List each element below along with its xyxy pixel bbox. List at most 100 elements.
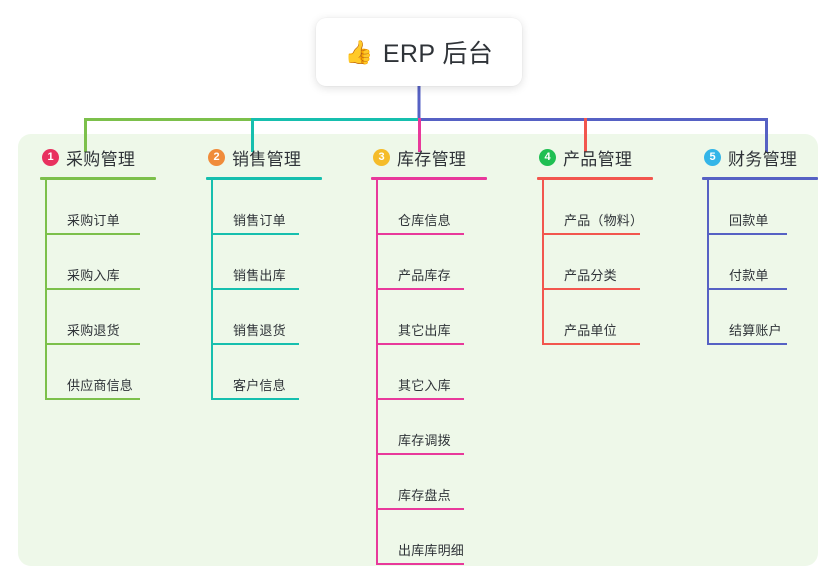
root-node-card[interactable]: 👍 ERP 后台 xyxy=(316,18,522,86)
branch-header-5[interactable]: 5 财务管理 xyxy=(702,144,818,170)
leaf-list-3: 仓库信息产品库存其它出库其它入库库存调拨库存盘点出库库明细 xyxy=(376,180,487,565)
branch-label-1: 采购管理 xyxy=(66,149,136,169)
branch-badge-2: 2 xyxy=(208,148,225,166)
leaf-item[interactable]: 付款单 xyxy=(707,235,818,290)
leaf-label: 销售退货 xyxy=(233,323,286,338)
leaf-item[interactable]: 采购订单 xyxy=(45,180,156,235)
branch-badge-5: 5 xyxy=(704,148,721,166)
leaf-list-1: 采购订单采购入库采购退货供应商信息 xyxy=(45,180,156,400)
leaf-item[interactable]: 客户信息 xyxy=(211,345,322,400)
leaf-underline xyxy=(376,343,464,345)
leaf-underline xyxy=(45,233,140,235)
leaf-item[interactable]: 其它出库 xyxy=(376,290,487,345)
leaf-label: 出库库明细 xyxy=(398,543,465,558)
branch-header-2[interactable]: 2 销售管理 xyxy=(206,144,322,170)
leaf-label: 产品单位 xyxy=(564,323,617,338)
leaf-label: 其它入库 xyxy=(398,378,451,393)
branch-label-2: 销售管理 xyxy=(232,149,302,169)
leaf-underline xyxy=(707,288,787,290)
leaf-label: 采购退货 xyxy=(67,323,120,338)
branch-badge-3: 3 xyxy=(373,148,390,166)
branch-badge-1: 1 xyxy=(42,148,59,166)
leaf-list-2: 销售订单销售出库销售退货客户信息 xyxy=(211,180,322,400)
branch-badge-4: 4 xyxy=(539,148,556,166)
branch-column-2: 2 销售管理销售订单销售出库销售退货客户信息 xyxy=(206,144,322,400)
leaf-underline xyxy=(542,343,640,345)
leaf-label: 其它出库 xyxy=(398,323,451,338)
leaf-underline xyxy=(211,343,299,345)
branch-underline-2 xyxy=(206,177,322,180)
leaf-underline xyxy=(211,288,299,290)
leaf-item[interactable]: 库存盘点 xyxy=(376,455,487,510)
leaf-underline xyxy=(376,398,464,400)
branch-label-5: 财务管理 xyxy=(728,149,798,169)
branch-column-5: 5 财务管理回款单付款单结算账户 xyxy=(702,144,818,345)
leaf-list-5: 回款单付款单结算账户 xyxy=(707,180,818,345)
leaf-label: 销售订单 xyxy=(233,213,286,228)
leaf-underline xyxy=(376,453,464,455)
leaf-item[interactable]: 采购入库 xyxy=(45,235,156,290)
diagram-panel xyxy=(18,134,818,566)
leaf-label: 付款单 xyxy=(729,268,769,283)
branch-column-3: 3 库存管理仓库信息产品库存其它出库其它入库库存调拨库存盘点出库库明细 xyxy=(371,144,487,565)
leaf-underline xyxy=(45,398,140,400)
branch-spine-4 xyxy=(542,180,544,345)
leaf-item[interactable]: 出库库明细 xyxy=(376,510,487,565)
branch-header-3[interactable]: 3 库存管理 xyxy=(371,144,487,170)
leaf-label: 供应商信息 xyxy=(67,378,134,393)
leaf-item[interactable]: 库存调拨 xyxy=(376,400,487,455)
leaf-item[interactable]: 其它入库 xyxy=(376,345,487,400)
leaf-label: 库存盘点 xyxy=(398,488,451,503)
leaf-item[interactable]: 销售出库 xyxy=(211,235,322,290)
branch-spine-2 xyxy=(211,180,213,400)
branch-column-1: 1 采购管理采购订单采购入库采购退货供应商信息 xyxy=(40,144,156,400)
leaf-item[interactable]: 结算账户 xyxy=(707,290,818,345)
leaf-item[interactable]: 采购退货 xyxy=(45,290,156,345)
leaf-underline xyxy=(376,233,464,235)
leaf-label: 产品库存 xyxy=(398,268,451,283)
branch-spine-1 xyxy=(45,180,47,400)
leaf-label: 采购入库 xyxy=(67,268,120,283)
branch-spine-5 xyxy=(707,180,709,345)
leaf-item[interactable]: 供应商信息 xyxy=(45,345,156,400)
branch-underline-1 xyxy=(40,177,156,180)
root-title: 👍 ERP 后台 xyxy=(345,34,493,70)
leaf-underline xyxy=(211,233,299,235)
leaf-label: 回款单 xyxy=(729,213,769,228)
leaf-underline xyxy=(45,343,140,345)
branch-underline-3 xyxy=(371,177,487,180)
leaf-label: 采购订单 xyxy=(67,213,120,228)
leaf-label: 产品（物料） xyxy=(564,213,644,228)
leaf-item[interactable]: 产品单位 xyxy=(542,290,653,345)
root-title-text: ERP 后台 xyxy=(382,40,494,68)
leaf-item[interactable]: 仓库信息 xyxy=(376,180,487,235)
branch-label-3: 库存管理 xyxy=(397,149,467,169)
leaf-item[interactable]: 产品（物料） xyxy=(542,180,653,235)
branch-header-1[interactable]: 1 采购管理 xyxy=(40,144,156,170)
leaf-underline xyxy=(211,398,299,400)
leaf-underline xyxy=(376,508,464,510)
leaf-underline xyxy=(376,563,464,565)
leaf-item[interactable]: 销售订单 xyxy=(211,180,322,235)
branch-underline-5 xyxy=(702,177,818,180)
leaf-item[interactable]: 产品分类 xyxy=(542,235,653,290)
leaf-underline xyxy=(45,288,140,290)
branch-spine-3 xyxy=(376,180,378,565)
leaf-item[interactable]: 销售退货 xyxy=(211,290,322,345)
leaf-item[interactable]: 产品库存 xyxy=(376,235,487,290)
leaf-label: 结算账户 xyxy=(729,323,782,338)
leaf-underline xyxy=(707,343,787,345)
leaf-label: 产品分类 xyxy=(564,268,617,283)
leaf-underline xyxy=(707,233,787,235)
branch-underline-4 xyxy=(537,177,653,180)
leaf-underline xyxy=(542,288,640,290)
thumbs-up-icon: 👍 xyxy=(344,38,374,65)
leaf-item[interactable]: 回款单 xyxy=(707,180,818,235)
leaf-underline xyxy=(542,233,640,235)
leaf-underline xyxy=(376,288,464,290)
leaf-label: 库存调拨 xyxy=(398,433,451,448)
leaf-label: 客户信息 xyxy=(233,378,286,393)
